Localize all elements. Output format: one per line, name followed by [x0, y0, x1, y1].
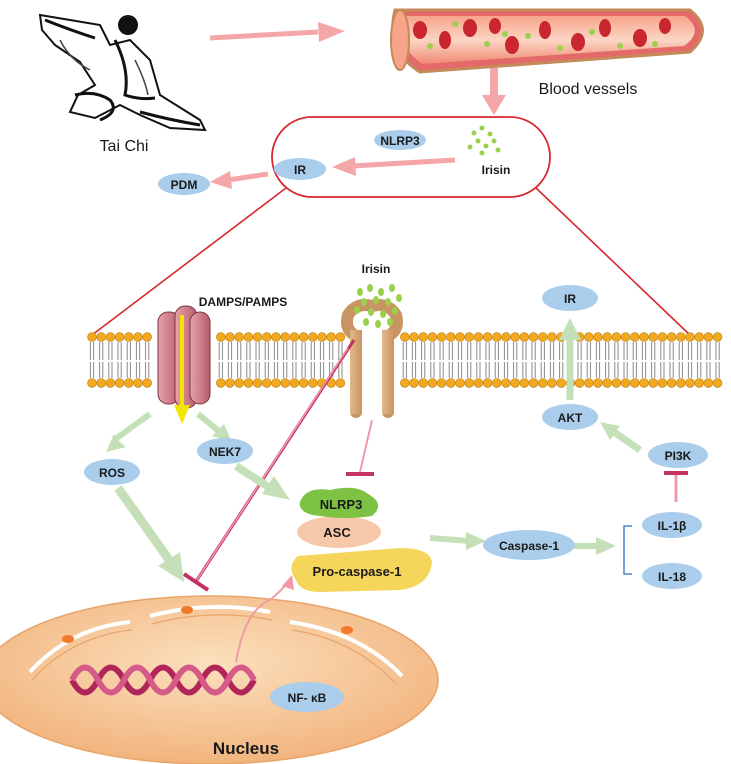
pro-caspase-shape — [291, 548, 432, 592]
pro-caspase-label: Pro-caspase-1 — [313, 564, 402, 579]
zoom-nlrp3-label: NLRP3 — [380, 134, 420, 148]
il18-label: IL-18 — [658, 570, 686, 584]
pi3k-bubble — [648, 442, 708, 468]
zoom-line-left — [91, 187, 287, 336]
il1b-label: IL-1β — [658, 519, 687, 533]
damps-label: DAMPS/PAMPS — [199, 295, 287, 309]
zoom-nlrp3-bubble — [374, 130, 426, 150]
cell-membrane — [87, 332, 723, 388]
damps-channel — [157, 305, 211, 424]
asc-label: ASC — [323, 525, 351, 540]
nfkb-label: NF- κB — [288, 691, 327, 705]
pi3k-label: PI3K — [665, 449, 692, 463]
arrow-nfkb-procaspase — [235, 581, 289, 663]
ros-bubble — [84, 459, 140, 485]
zoom-ir-label: IR — [294, 163, 306, 177]
pdm-label: PDM — [171, 178, 198, 192]
ir-bubble — [542, 285, 598, 311]
arrow-head-irisin-ir — [332, 157, 356, 176]
arrow-head-ir-pdm — [210, 171, 232, 189]
tai-chi-label: Tai Chi — [100, 138, 149, 155]
nlrp3-label: NLRP3 — [320, 497, 363, 512]
akt-label: AKT — [558, 411, 583, 425]
inhibit-irisin-nlrp3 — [359, 419, 373, 473]
green-arrows — [106, 318, 642, 582]
caspase-label: Caspase-1 — [499, 539, 559, 553]
pdm-bubble — [158, 173, 210, 195]
arrow-taichi-vessel — [209, 29, 319, 41]
membrane-irisin-label: Irisin — [362, 262, 391, 276]
il1b-bubble — [642, 512, 702, 538]
zoom-line-right — [535, 187, 691, 336]
zoom-irisin-label: Irisin — [482, 163, 511, 177]
membrane-irisin-dots — [354, 284, 402, 328]
blood-vessels-label: Blood vessels — [539, 81, 638, 98]
nucleus — [0, 595, 439, 764]
il18-bubble — [642, 563, 702, 589]
ros-label: ROS — [99, 466, 125, 480]
akt-bubble — [542, 404, 598, 430]
nucleus-label: Nucleus — [213, 739, 279, 758]
zoom-irisin-dots — [467, 125, 501, 156]
zoom-capsule — [271, 116, 551, 198]
nek7-bubble — [197, 438, 253, 464]
blood-vessel — [390, 8, 704, 74]
zoom-ir-bubble — [274, 158, 326, 180]
arrow-head-taichi-vessel — [318, 22, 345, 42]
arrow-irisin-ir — [351, 157, 456, 169]
caspase-bubble — [483, 530, 575, 560]
ir-label: IR — [564, 292, 576, 306]
dna-helix-icon — [69, 664, 257, 696]
arrow-head-vessel-zoom — [482, 95, 506, 115]
nek7-label: NEK7 — [209, 445, 241, 459]
nlrp3-shape — [299, 487, 379, 518]
nfkb-bubble — [270, 682, 344, 712]
output-bracket — [623, 525, 632, 575]
asc-shape — [297, 516, 381, 548]
tai-chi-figure — [38, 13, 207, 132]
arrow-ir-pdm — [227, 171, 269, 183]
inhibit-bar-nucleus — [182, 572, 210, 592]
